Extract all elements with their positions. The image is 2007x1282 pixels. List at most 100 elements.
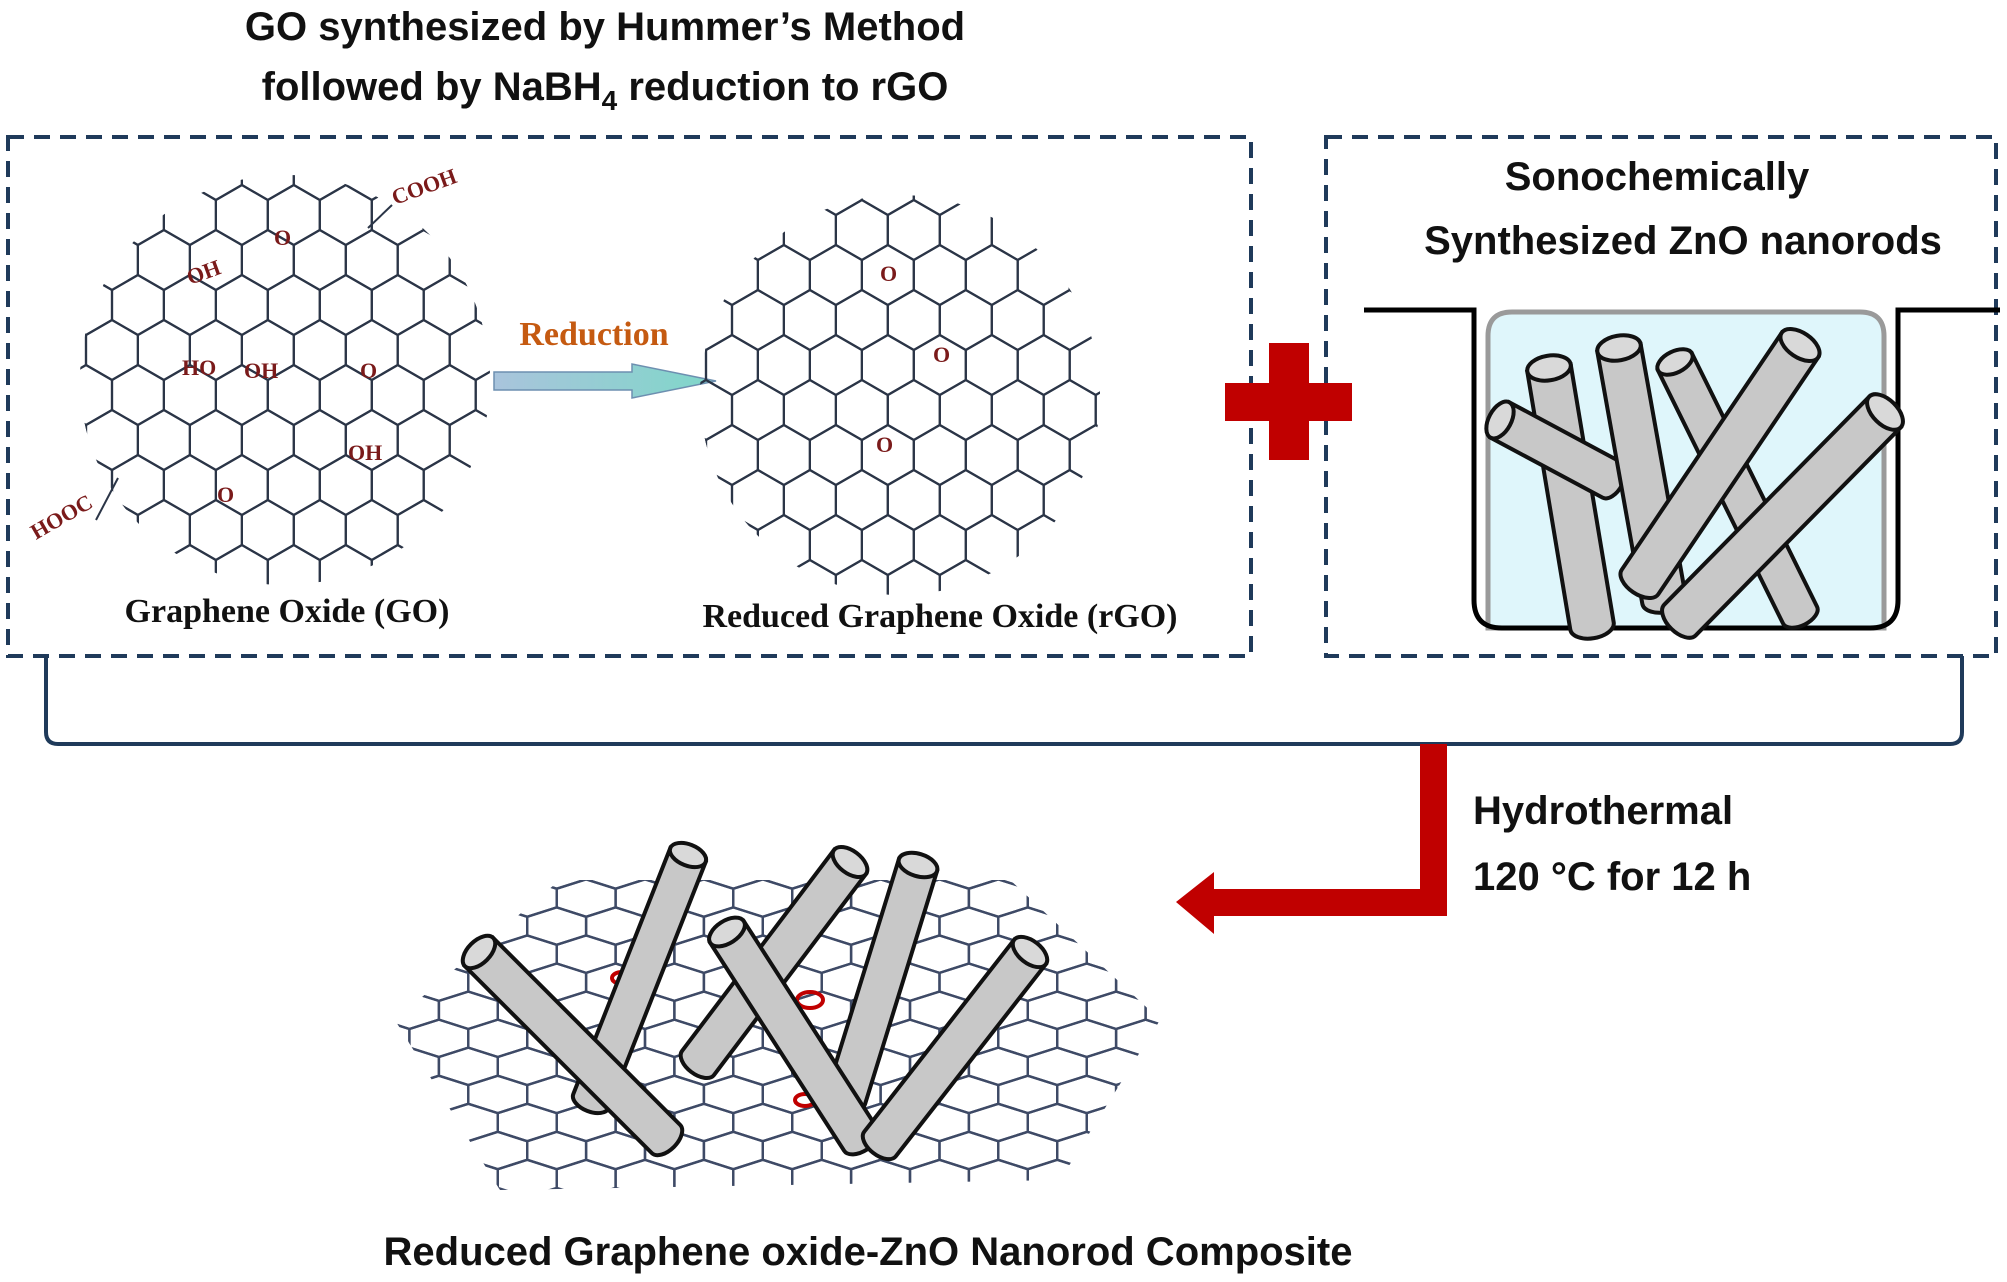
zno-nanorod (460, 933, 685, 1158)
composite-label: Reduced Graphene oxide-ZnO Nanorod Compo… (384, 1230, 1353, 1274)
hexagon-ring (188, 408, 243, 472)
hexagon-ring (912, 513, 967, 577)
hexagon-ring (1144, 1046, 1160, 1087)
hexagon-ring (1096, 650, 1148, 710)
hexagon-ring (216, 635, 268, 695)
hexagon-ring (1122, 155, 1174, 215)
hexagon-ring (266, 543, 321, 585)
hexagon-ring (1042, 378, 1097, 442)
hexagon-ring (60, 815, 112, 875)
hexagon-ring (1094, 288, 1100, 352)
hexagon-ring (370, 273, 425, 337)
hexagon-ring (1056, 880, 1118, 890)
hexagon-ring (860, 513, 915, 577)
hexagon-ring (1026, 1158, 1088, 1190)
rgo-group-o-2: O (933, 342, 950, 367)
hexagon-ring (606, 230, 658, 290)
hexagon-ring (1252, 200, 1304, 260)
hexagon-ring (1122, 245, 1174, 305)
hexagon-ring (680, 740, 732, 800)
hexagon-ring (554, 770, 606, 830)
hexagon-ring (395, 1130, 411, 1171)
hexagon-ring (164, 815, 216, 875)
hexagon-ring (886, 468, 941, 532)
hexagon-ring (395, 1074, 411, 1115)
hexagon-ring (162, 543, 217, 585)
hexagon-ring (476, 635, 528, 695)
hexagon-ring (580, 635, 632, 695)
hexagon-ring (112, 815, 164, 875)
hexagon-ring (344, 498, 399, 562)
go-label: Graphene Oxide (GO) (125, 593, 450, 630)
zno-title-line-2: Synthesized ZnO nanorods (1424, 219, 1942, 263)
hexagon-ring (1234, 1132, 1293, 1169)
hexagon-ring (730, 288, 785, 352)
hexagon-ring (292, 175, 347, 202)
hexagon-ring (554, 500, 606, 560)
hexagon-ring (782, 378, 837, 442)
go-group-cooh: COOH (388, 163, 460, 209)
reduction-arrow (493, 363, 717, 399)
hexagon-ring (964, 513, 1019, 577)
hexagon-ring (849, 1158, 912, 1190)
hexagon-ring (1234, 964, 1293, 1001)
hexagon-ring (422, 453, 477, 517)
hexagon-ring (395, 934, 441, 975)
hexagon-ring (700, 378, 734, 442)
hexagon-ring (395, 1046, 441, 1087)
hexagon-ring (138, 770, 190, 830)
hexagon-ring (502, 590, 554, 650)
hexagon-ring (1205, 1160, 1264, 1198)
hexagon-ring (1122, 425, 1174, 485)
hexagon-ring (476, 725, 528, 785)
hexagon-ring (448, 175, 490, 202)
hexagon-ring (580, 815, 632, 875)
hexagon-ring (966, 785, 1018, 845)
hexagon-ring (1114, 1074, 1160, 1115)
rgo-group-o-3: O (876, 432, 893, 457)
hexagon-ring (396, 408, 451, 472)
hexagon-ring (240, 175, 295, 202)
hexagon-ring (396, 498, 451, 562)
hexagon-ring (554, 680, 606, 740)
go-group-ho: HO (182, 355, 216, 380)
hexagon-ring (1174, 155, 1226, 215)
hexagon-ring (292, 498, 347, 562)
hexagon-ring (908, 1158, 971, 1190)
hexagon-ring (266, 273, 321, 337)
hexagon-ring (214, 543, 269, 585)
hexagon-ring (84, 318, 139, 382)
hexagon-ring (467, 880, 529, 890)
hexagon-ring (1122, 335, 1174, 395)
hexagon-ring (1234, 1020, 1293, 1057)
hexagon-ring (1263, 1048, 1322, 1085)
hexagon-ring (782, 288, 837, 352)
hexagon-ring (834, 378, 889, 442)
hexagon-ring (912, 423, 967, 487)
hexagon-ring (528, 455, 580, 515)
hexagon-ring (84, 175, 139, 202)
hexagon-ring (1200, 200, 1252, 260)
hexagon-ring (614, 1158, 676, 1190)
hexagon-ring (1144, 1102, 1160, 1143)
hexagon-ring (34, 590, 86, 650)
hexagon-ring (268, 635, 320, 695)
hexagon-ring (448, 408, 490, 472)
hexagon-ring (730, 468, 785, 532)
hexagon-ring (318, 183, 373, 247)
reduced-graphene-oxide-lattice (680, 155, 1304, 845)
hexagon-ring (1016, 195, 1071, 217)
hexagon-ring (1068, 333, 1100, 397)
hexagon-ring (372, 635, 424, 695)
hexagon-ring (732, 740, 784, 800)
hexagon-ring (967, 1158, 1029, 1190)
hexagon-ring (474, 453, 490, 517)
hexagon-ring (1148, 740, 1200, 800)
hexagon-ring (1042, 288, 1097, 352)
hexagon-ring (395, 880, 441, 919)
hexagon-ring (1174, 245, 1226, 305)
hexagon-ring (782, 198, 837, 262)
hexagon-ring (1263, 1160, 1322, 1198)
hexagon-ring (242, 680, 294, 740)
hexagon-ring (1252, 560, 1304, 620)
